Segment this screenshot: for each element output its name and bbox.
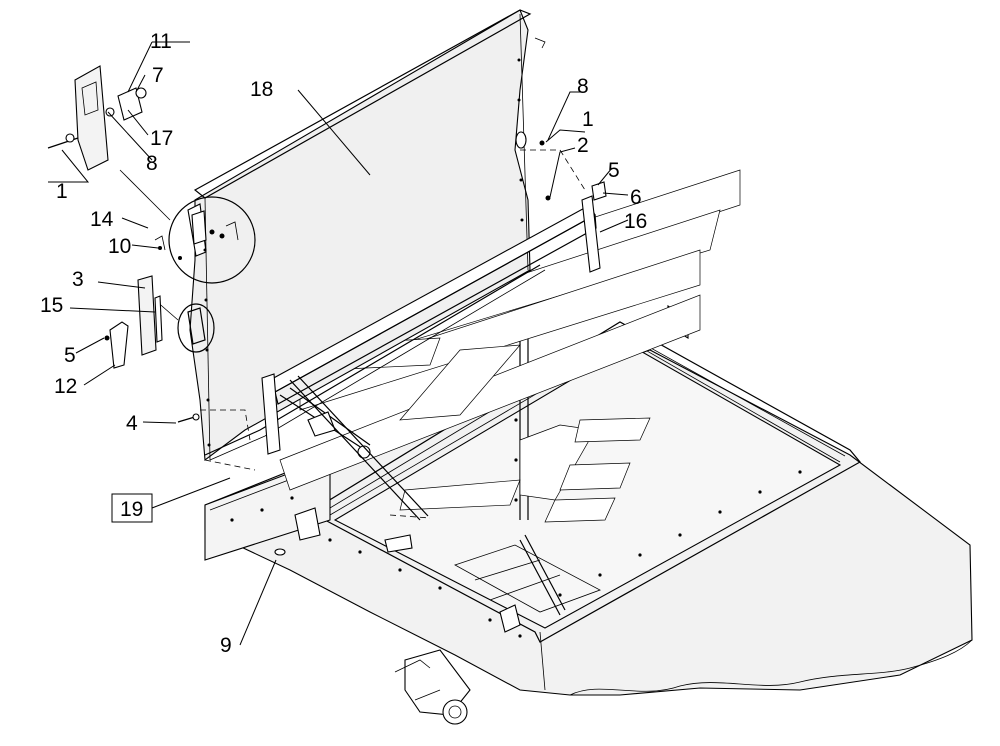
label-15: 15 [40,294,63,317]
label-7: 7 [152,64,164,87]
label-6: 6 [630,186,642,209]
label-11: 11 [150,30,172,53]
label-3: 3 [72,268,84,291]
label-1-top: 1 [582,108,594,131]
dashed-detail-lines [200,149,586,519]
label-9: 9 [220,634,232,657]
label-1-left: 1 [56,180,68,203]
label-2: 2 [577,134,589,157]
detail-circles [119,169,256,353]
label-17: 17 [150,127,173,150]
support-bar [261,195,601,521]
label-4: 4 [126,412,138,435]
label-16: 16 [624,210,647,233]
exploded-parts [47,65,607,423]
label-19: 19 [120,498,143,521]
label-19-box [111,493,153,523]
label-12: 12 [54,375,77,398]
label-8-top: 8 [577,75,589,98]
label-10: 10 [108,235,131,258]
label-5-right: 5 [608,159,620,182]
part-labels: 11 7 17 8 1 18 8 1 2 5 6 16 14 10 3 15 5… [40,30,647,657]
label-8-left: 8 [146,152,158,175]
label-14: 14 [90,208,114,231]
label-5-left: 5 [64,344,76,367]
label-18: 18 [250,78,273,101]
leader-lines [48,41,629,646]
